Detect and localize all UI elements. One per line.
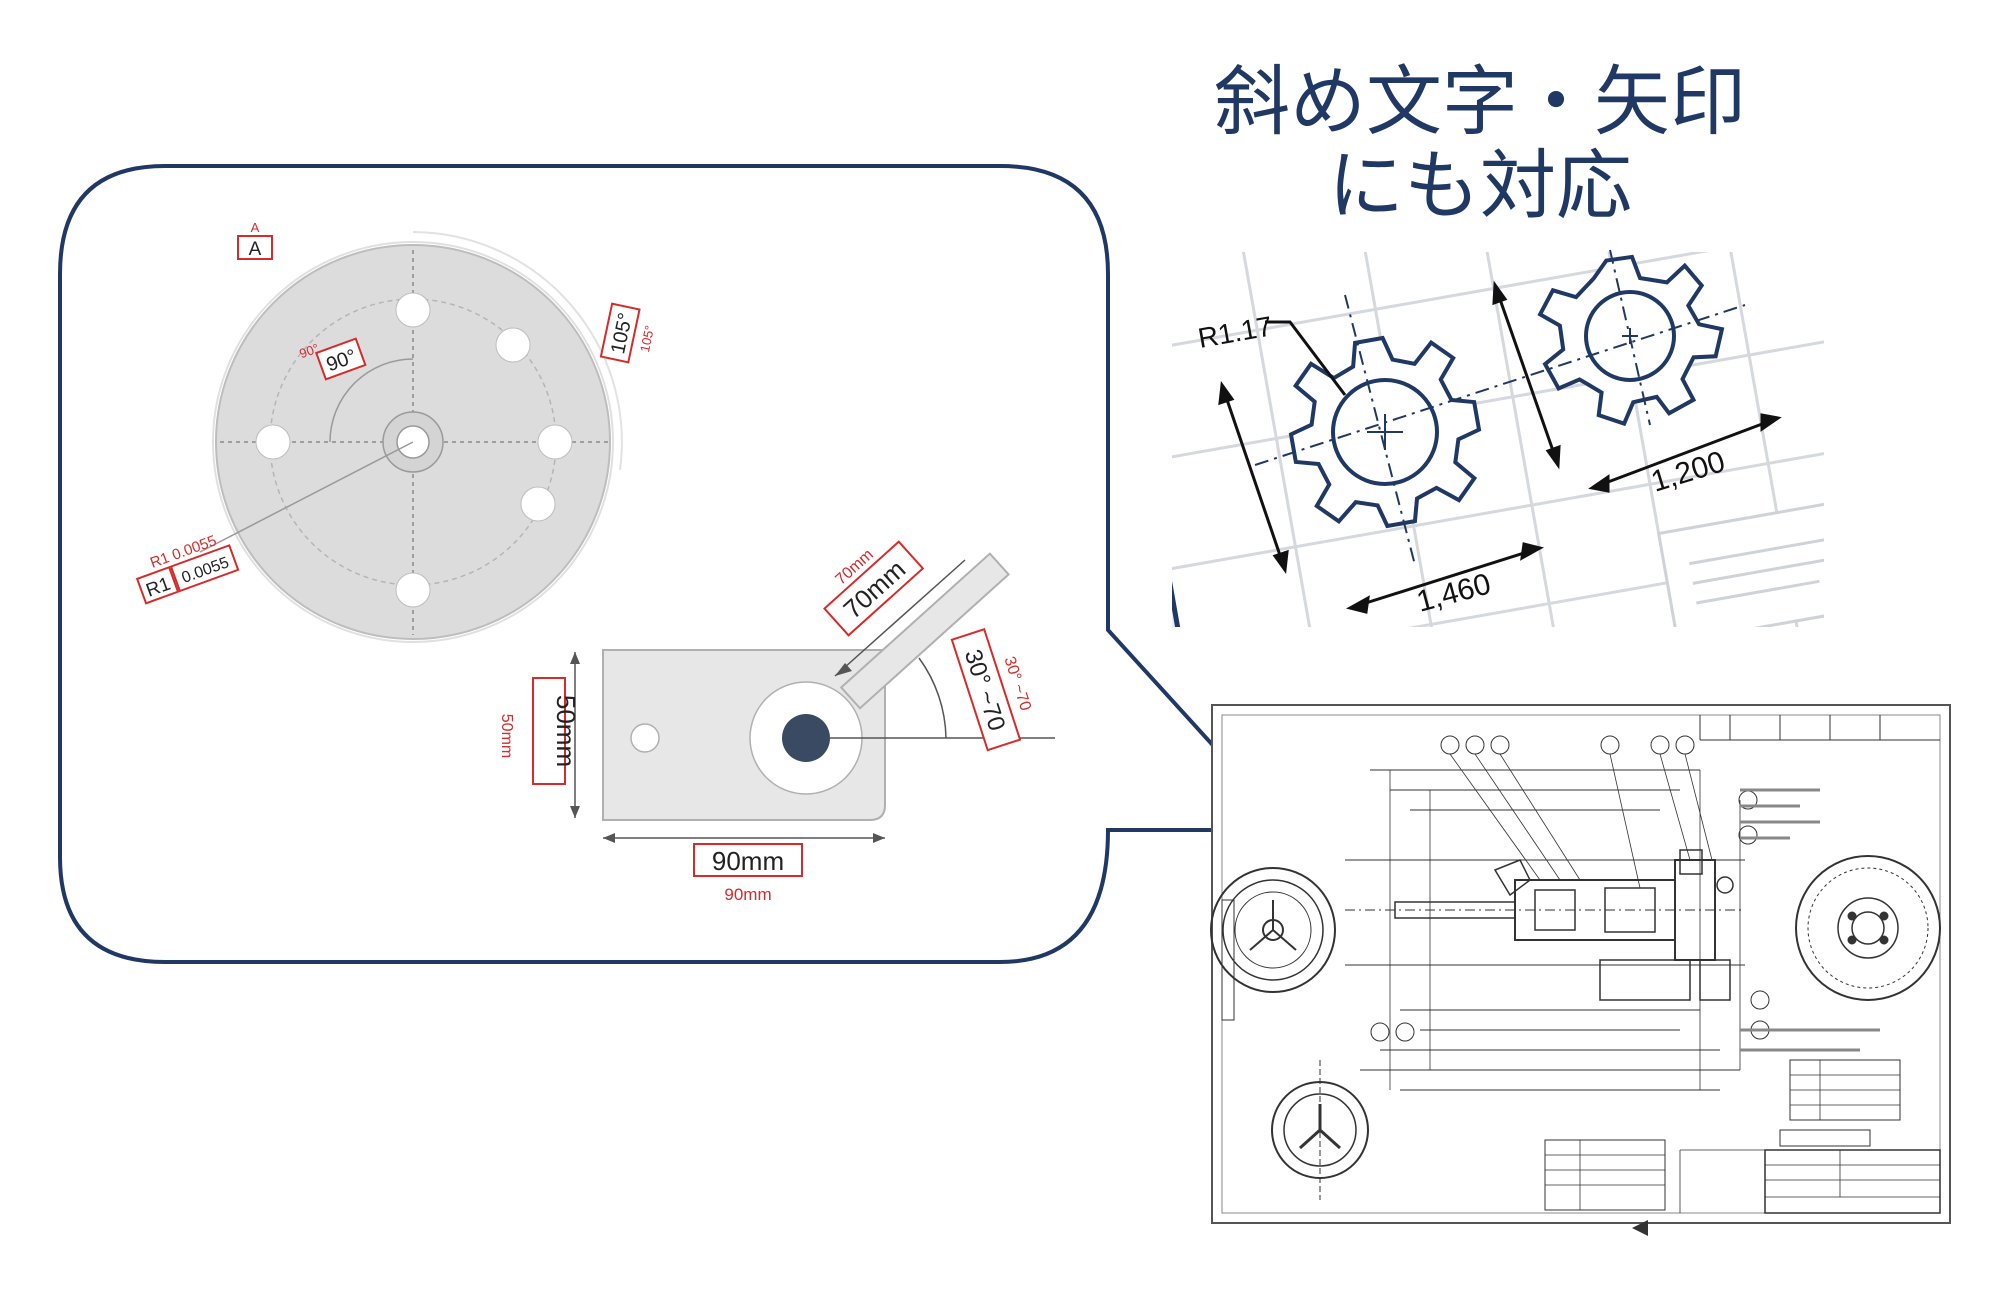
large-gear-width-dim: [1349, 546, 1541, 610]
headline-line-2: にも対応: [1328, 141, 1632, 230]
large-gear-axis: [1344, 294, 1416, 566]
arm-length-box: [823, 540, 925, 637]
radius-leader: [199, 441, 414, 553]
assembly-sheet: [1211, 704, 1951, 1224]
radius-leader-line: [1265, 320, 1347, 396]
right-wheel-outer: [1795, 855, 1941, 1001]
width-label-small: 90mm: [724, 885, 771, 904]
height-label-small: 50mm: [498, 714, 515, 758]
width-arrow-left: [603, 833, 615, 843]
angle-arc: [329, 358, 414, 443]
angle-range-box: [950, 628, 1022, 752]
radius-box-b: [169, 544, 240, 593]
left-wheel-outer: [1210, 867, 1336, 993]
large-gear-height-dim: [1220, 384, 1287, 571]
bolt-hole-upper-right: [495, 327, 531, 363]
small-gear-axis: [1609, 249, 1651, 426]
bolt-hole-bottom: [395, 572, 431, 608]
height-box: [532, 677, 566, 785]
height-arrow-top: [570, 652, 580, 664]
gear-sheet: [1172, 252, 1824, 627]
datum-label-small: A: [251, 220, 260, 235]
bolt-hole-left: [255, 424, 291, 460]
radius-box-a: [135, 565, 180, 605]
datum-box-label: A: [249, 239, 262, 260]
small-gear-width-dim: [1591, 416, 1779, 490]
angle-label-small: 90°: [297, 340, 321, 361]
flange-drawing: [199, 231, 623, 643]
arm-dimension-arrowhead: [835, 663, 852, 676]
rim-dimension-arc: [412, 231, 623, 471]
rim-angle-label-group: 105° 105°: [599, 302, 657, 364]
arm-dimension-line: [834, 559, 966, 677]
bracket-drawing: [570, 552, 1055, 843]
bracket-arm-body: [839, 552, 1010, 710]
flange-outer-arc: [212, 241, 614, 643]
gear-dimensions: [1218, 280, 1782, 614]
width-box-label: 90mm: [712, 846, 784, 876]
gear-blueprint-panel: R1.17 1,460 1,200: [1172, 249, 1824, 627]
bolt-hole-right: [537, 424, 573, 460]
bracket-pin: [782, 714, 830, 762]
bolt-hole-lower-right: [520, 486, 556, 522]
rim-angle-label-small: 105°: [637, 324, 657, 353]
bracket-angle-arc: [918, 657, 947, 739]
small-gear-height-dim: [1493, 284, 1560, 466]
height-box-label: 50mm: [551, 695, 581, 767]
assembly-drawing: [1210, 704, 1951, 1236]
rim-angle-box: [599, 302, 641, 364]
width-box: [693, 843, 803, 877]
datum-box: [237, 235, 273, 260]
callout-bubble: [58, 164, 1295, 964]
headline-line-1: 斜め文字・矢印: [1214, 57, 1746, 146]
angle-box: [315, 337, 367, 381]
width-arrow-right: [873, 833, 885, 843]
height-arrow-bottom: [570, 806, 580, 818]
bolt-hole-top: [395, 292, 431, 328]
bracket-arm: [839, 552, 1010, 710]
assembly-title-block: [1764, 1149, 1941, 1214]
headline: 斜め文字・矢印 にも対応: [1180, 60, 1780, 228]
bracket-small-hole: [630, 723, 660, 753]
assembly-revision-table: [1544, 1139, 1666, 1211]
